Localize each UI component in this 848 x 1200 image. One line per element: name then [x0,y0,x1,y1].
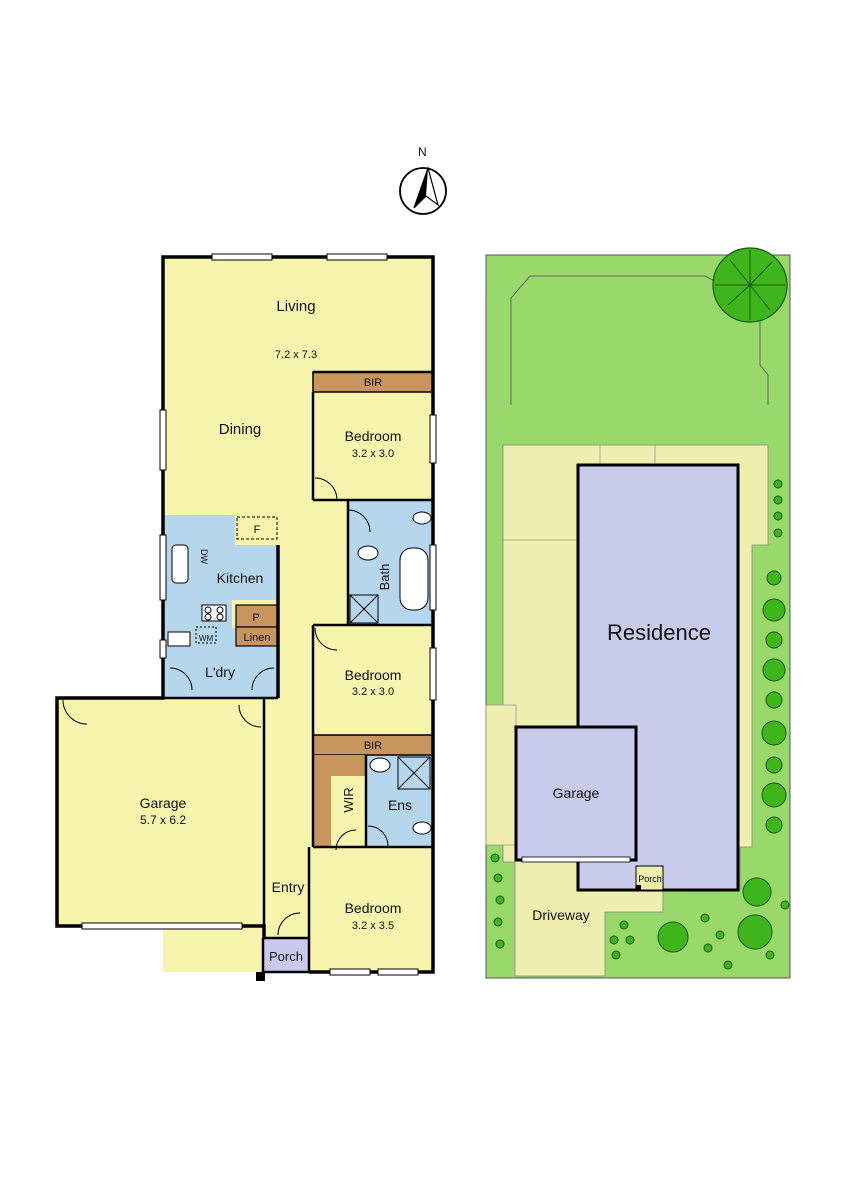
compass-needle [414,168,428,208]
bir-top-label: BIR [364,377,382,389]
fridge-space [236,516,278,540]
compass: N [399,145,447,215]
residence-label: Residence [607,620,711,645]
sink-icon [171,544,189,584]
wir-label: WIR [341,787,356,812]
bedroom-3-size: 3.2 x 3.5 [352,920,394,932]
linen-label: Linen [244,632,271,644]
dining-label: Dining [219,421,262,438]
toilet-icon [412,511,432,525]
floor-plan: Living 7.2 x 7.3 Dining BIR Bedroom 3.2 … [55,253,437,981]
fixtures [167,511,432,835]
site-garage-door [521,856,631,863]
interior-walls [163,370,433,974]
basin-icon [357,545,379,561]
bedroom-3-label: Bedroom [345,900,402,916]
site-plan: Residence Garage Porch Driveway [485,247,791,979]
porch-label: Porch [269,949,303,964]
bathtub-icon [399,547,429,611]
hedge-shrubs [490,479,790,970]
bir-mid-label: BIR [364,740,382,752]
kitchen-label: Kitchen [217,570,264,586]
garage-floor [57,698,264,926]
washing-machine-space [195,626,217,644]
driveway-label: Driveway [532,907,590,923]
garden-trees [657,877,773,953]
bedroom-1-label: Bedroom [345,428,402,444]
ensuite-label: Ens [388,797,412,813]
wir-inner [331,776,366,847]
bedroom-2-size: 3.2 x 3.0 [352,686,394,698]
living-label: Living [276,298,315,315]
ensuite-toilet-icon [412,821,432,835]
side-path [485,704,517,846]
windows [81,253,437,976]
large-tree-icon [712,247,788,323]
porch-post [256,972,265,981]
site-porch-post [636,885,641,890]
garage-size: 5.7 x 6.2 [140,813,186,827]
north-label: N [418,145,427,159]
bedroom-1-size: 3.2 x 3.0 [352,448,394,460]
pantry-label: P [252,612,259,624]
site-porch-label: Porch [638,874,662,884]
fridge-label: F [254,524,261,536]
dishwasher-label: DW [199,549,209,564]
laundry-label: L'dry [205,664,235,680]
garage-label: Garage [140,795,187,811]
porch-floor [263,938,309,972]
wm-label: WM [199,634,214,643]
room-labels: Living 7.2 x 7.3 Dining BIR Bedroom 3.2 … [140,298,412,964]
living-size: 7.2 x 7.3 [275,349,317,361]
trough-icon [167,631,191,647]
bath-label: Bath [377,564,392,591]
ensuite-basin-icon [369,757,391,773]
doors [62,477,389,936]
entry-label: Entry [272,879,305,895]
kitchen-floor [163,515,278,628]
bedroom-2-label: Bedroom [345,667,402,683]
site-garage-label: Garage [553,785,600,801]
